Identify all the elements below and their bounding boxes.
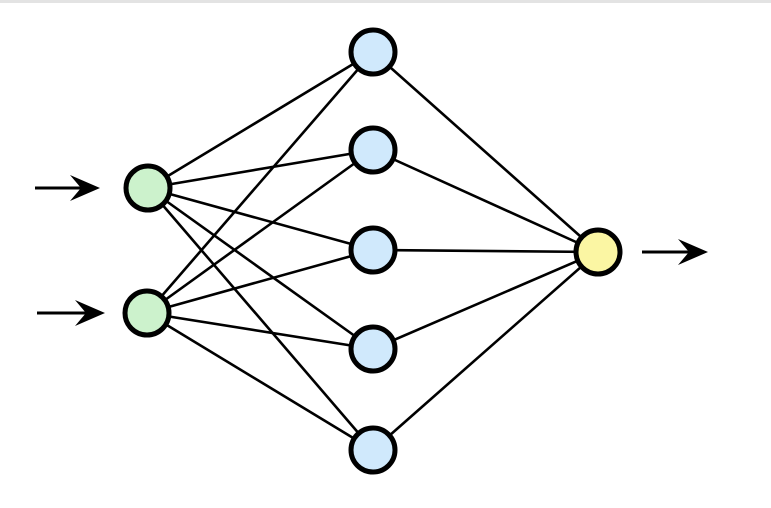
hidden-node-1 bbox=[348, 27, 398, 77]
edge-i2-h5 bbox=[146, 311, 374, 452]
edge-i1-h2 bbox=[147, 148, 374, 190]
edge-lines bbox=[146, 50, 599, 452]
edge-h4-o1 bbox=[372, 250, 599, 351]
edge-h3-o1 bbox=[372, 248, 599, 254]
edge-i1-h5 bbox=[147, 187, 374, 451]
output-arrow-head-icon bbox=[678, 239, 708, 265]
edge-i2-h2 bbox=[146, 148, 374, 315]
edge-h2-o1 bbox=[372, 148, 599, 254]
io-arrows bbox=[35, 175, 708, 326]
hidden-node-3 bbox=[348, 225, 398, 275]
input-arrow-2-head-icon bbox=[75, 300, 105, 326]
edge-i2-h4 bbox=[146, 311, 374, 351]
input-arrow-1-head-icon bbox=[70, 175, 100, 201]
hidden-node-5 bbox=[348, 425, 398, 475]
edge-i1-h1 bbox=[147, 50, 374, 190]
edge-i1-h3 bbox=[147, 186, 374, 252]
input-node-2 bbox=[122, 288, 172, 338]
input-node-1 bbox=[123, 163, 173, 213]
edge-i2-h1 bbox=[146, 51, 374, 314]
hidden-node-4 bbox=[348, 324, 398, 374]
output-node-1 bbox=[573, 227, 623, 277]
hidden-node-2 bbox=[348, 125, 398, 175]
window-top-border bbox=[0, 0, 771, 3]
nodes bbox=[122, 27, 623, 475]
edge-h1-o1 bbox=[372, 51, 599, 253]
edge-i1-h4 bbox=[147, 186, 374, 351]
edge-h5-o1 bbox=[372, 251, 599, 451]
edge-i2-h3 bbox=[146, 248, 374, 315]
